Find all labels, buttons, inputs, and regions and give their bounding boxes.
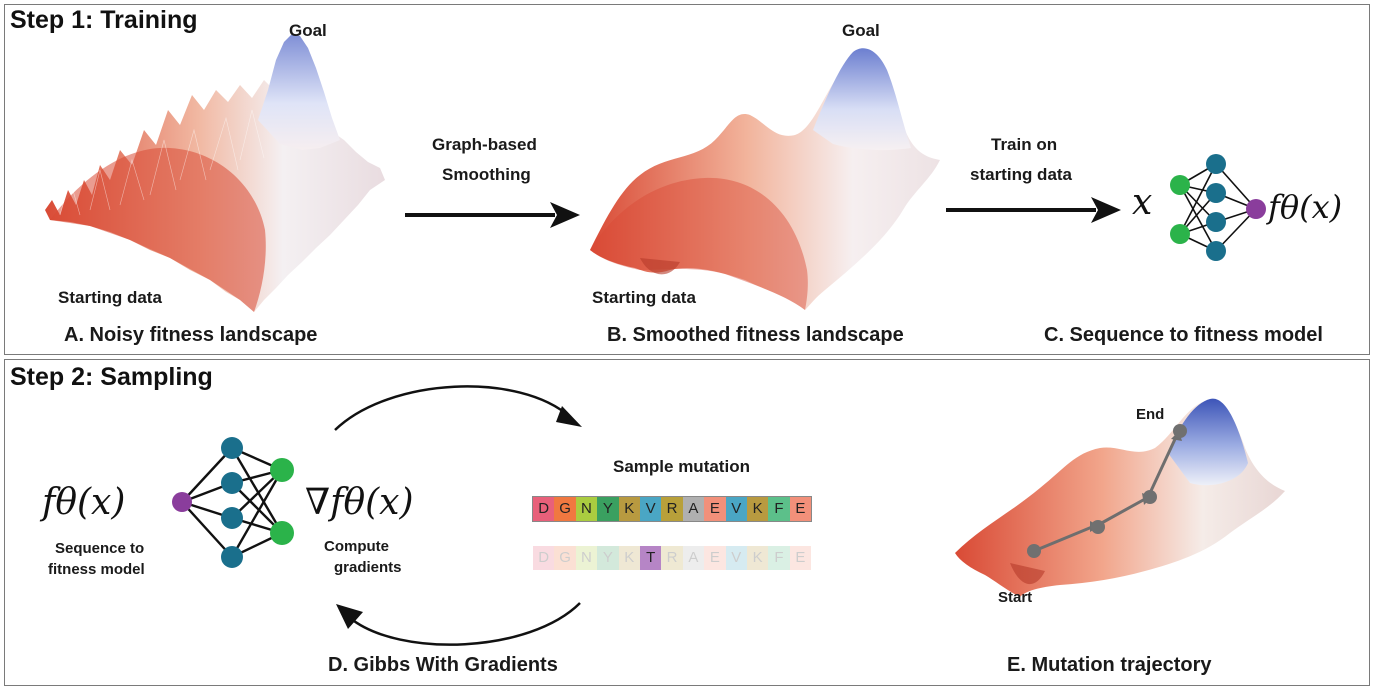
caption-d: D. Gibbs With Gradients xyxy=(328,654,558,676)
residue: G xyxy=(554,497,576,521)
caption-e: E. Mutation trajectory xyxy=(1007,654,1212,676)
residue: V xyxy=(639,497,662,521)
gradient-label-line2: gradients xyxy=(334,559,402,576)
residue: E xyxy=(789,497,812,521)
residue: R xyxy=(661,497,683,521)
residue: K xyxy=(618,546,640,570)
residue: A xyxy=(682,546,705,570)
input-x-symbol: x xyxy=(1132,182,1153,223)
sample-mutation-title: Sample mutation xyxy=(613,457,750,476)
step2-title: Step 2: Sampling xyxy=(10,363,213,391)
step1-title: Step 1: Training xyxy=(10,6,198,34)
trajectory-goal-peak xyxy=(1168,398,1248,486)
train-arrow xyxy=(946,197,1121,223)
noisy-goal-peak xyxy=(258,34,340,150)
smoothed-landscape xyxy=(590,48,940,310)
residue: V xyxy=(725,497,747,521)
mutated-residue: T xyxy=(639,546,662,570)
residue: A xyxy=(682,497,705,521)
smooth-starting-region xyxy=(590,177,808,310)
arrow1-label-line1: Graph-based xyxy=(432,135,537,154)
residue: E xyxy=(789,546,812,570)
trajectory-landscape xyxy=(955,398,1285,597)
residue: F xyxy=(768,497,790,521)
noise-spikes xyxy=(59,109,265,216)
model-f-symbol: fθ(x) xyxy=(42,482,126,523)
mutated-sequence: D G N Y K T R A E V K F E xyxy=(533,546,812,570)
arrow2-label-line1: Train on xyxy=(991,135,1058,154)
start-label: Start xyxy=(998,589,1033,606)
smooth-goal-peak xyxy=(813,48,911,151)
starting-data-label-b: Starting data xyxy=(592,288,696,307)
residue: E xyxy=(704,497,726,521)
residue: Y xyxy=(597,546,619,570)
network-d xyxy=(172,437,294,568)
model-label-line2: fitness model xyxy=(48,561,145,578)
residue: K xyxy=(746,497,769,521)
gradient-symbol: ∇fθ(x) xyxy=(305,482,414,523)
goal-label-a: Goal xyxy=(289,21,327,40)
smoothing-arrow xyxy=(405,202,580,228)
arrow1-label-line2: Smoothing xyxy=(442,165,531,184)
residue: D xyxy=(533,546,555,570)
residue: N xyxy=(575,546,598,570)
residue: G xyxy=(554,546,576,570)
caption-b: B. Smoothed fitness landscape xyxy=(607,324,904,346)
model-label-line1: Sequence to xyxy=(55,540,145,557)
noisy-landscape xyxy=(45,34,385,312)
residue: E xyxy=(704,546,726,570)
residue: K xyxy=(746,546,769,570)
residue: Y xyxy=(597,497,619,521)
cycle-arrow-bottom xyxy=(336,602,581,646)
residue: K xyxy=(618,497,640,521)
original-sequence: D G N Y K V R A E V K F E xyxy=(532,496,813,522)
network-c xyxy=(1170,154,1266,261)
caption-a: A. Noisy fitness landscape xyxy=(64,324,318,346)
starting-data-region xyxy=(50,147,266,312)
starting-data-label-a: Starting data xyxy=(58,288,162,307)
residue: V xyxy=(725,546,747,570)
residue: F xyxy=(768,546,790,570)
arrow2-label-line2: starting data xyxy=(970,165,1073,184)
end-label: End xyxy=(1136,406,1165,423)
goal-label-b: Goal xyxy=(842,21,880,40)
gradient-label-line1: Compute xyxy=(324,538,389,555)
caption-c: C. Sequence to fitness model xyxy=(1044,324,1323,346)
residue: N xyxy=(575,497,598,521)
residue: R xyxy=(661,546,683,570)
residue: D xyxy=(533,497,555,521)
output-f-symbol: fθ(x) xyxy=(1268,188,1343,226)
cycle-arrow-top xyxy=(334,385,582,431)
